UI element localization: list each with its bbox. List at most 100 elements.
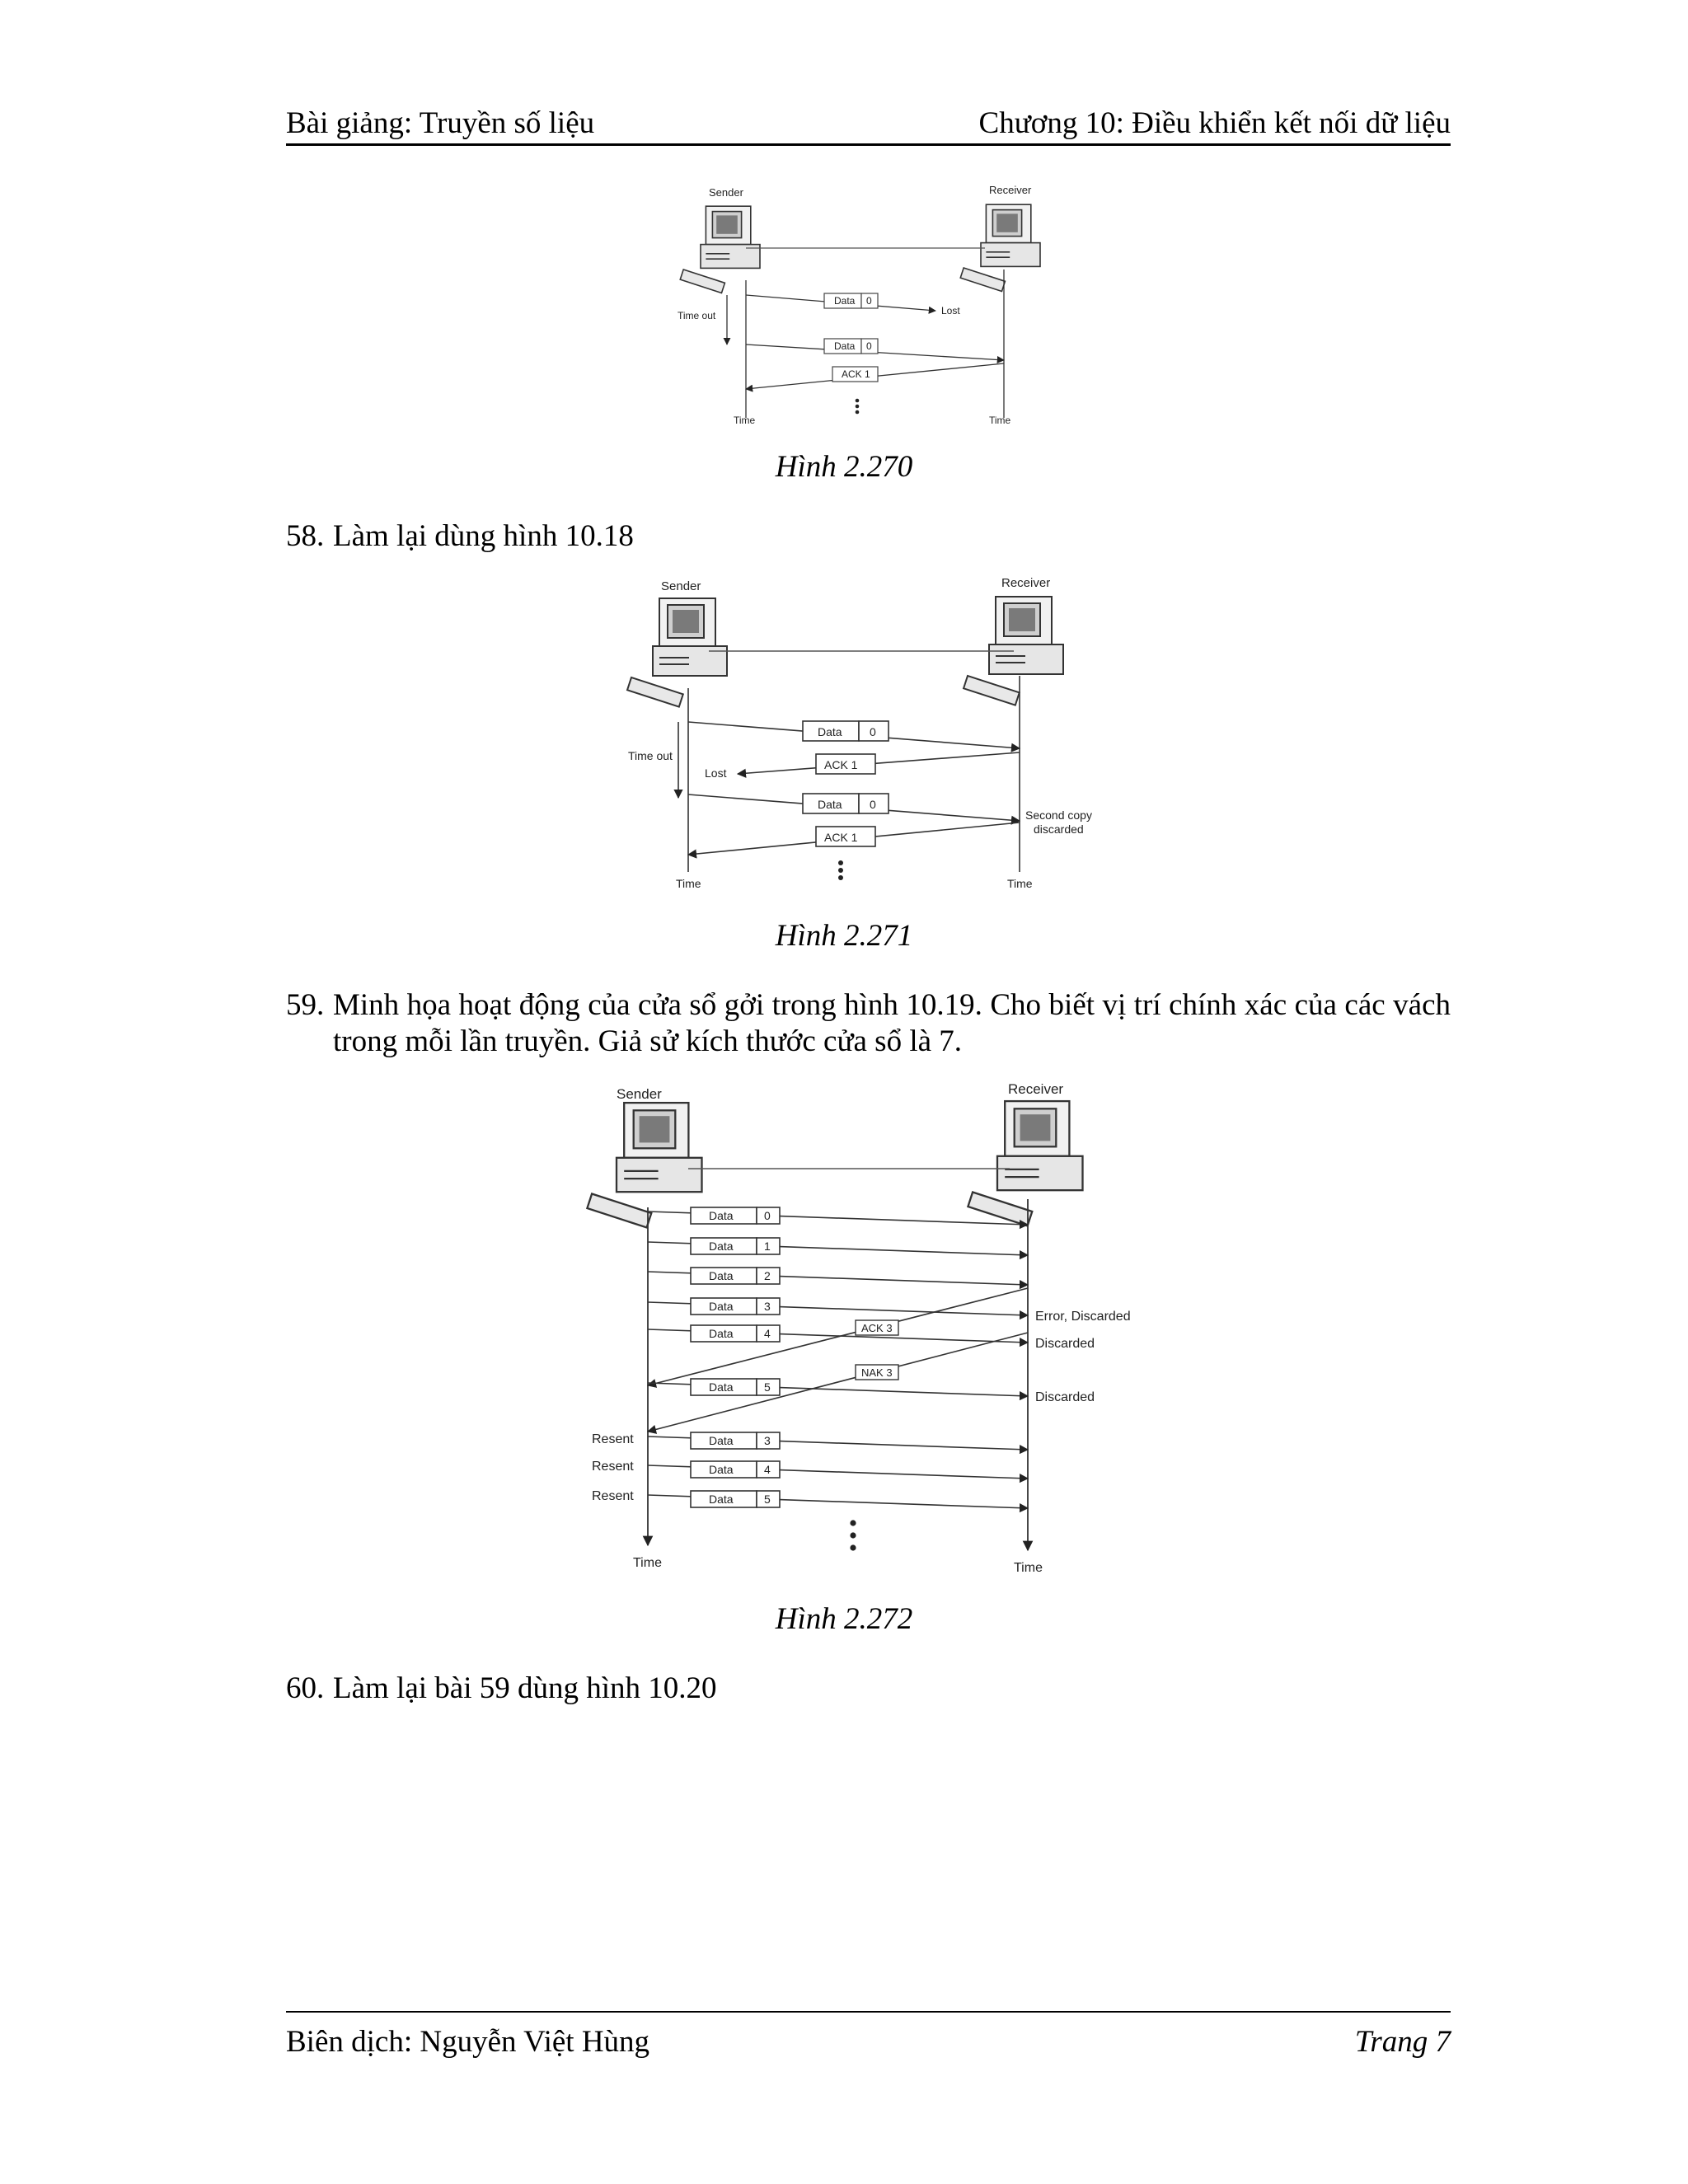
continuation-dot [855,410,860,415]
timeout-label: Time out [678,310,716,321]
error-discarded-label: Error, Discarded [1035,1310,1131,1324]
footer-page-number: Trang 7 [1354,2025,1451,2059]
question-text: Minh họa hoạt động của cửa sổ gởi trong … [333,988,1451,1058]
nak-arrow [646,1332,1029,1434]
resent-label: Resent [592,1432,634,1446]
frame-number-box [860,338,879,354]
timeout-label: Time out [628,749,673,762]
question-text: Làm lại dùng hình 10.18 [333,519,634,553]
continuation-dot [850,1544,856,1551]
continuation-dot [838,868,843,873]
frame-data-label: Data [709,1434,734,1447]
figure-2-271-caption: Hình 2.271 [775,919,913,953]
frame-box [802,720,860,742]
sender-computer-icon [679,205,761,294]
sender-label: Sender [617,1086,662,1102]
frame-number-box [756,1297,781,1315]
ack-label: ACK 1 [824,831,858,844]
second-copy-label: Second copy [1025,808,1092,822]
sender-computer-icon [586,1101,703,1229]
discarded-label: Discarded [1035,1390,1095,1404]
sender-label: Sender [661,579,701,593]
receiver-time-label: Time [1007,877,1033,890]
resent-label: Resent [592,1489,634,1503]
frame-number: 2 [764,1269,771,1282]
lost-label: Lost [705,766,727,780]
receiver-label: Receiver [989,184,1032,196]
frame-number: 1 [764,1240,771,1253]
receiver-time-label: Time [989,415,1011,426]
frame-number-box [756,1378,781,1396]
header-chapter-title: Chương 10: Điều khiển kết nối dữ liệu [978,106,1451,140]
frame-number-box [756,1237,781,1255]
frame-data-label: Data [709,1269,734,1282]
sender-time-label: Time [734,415,756,426]
frame-number: 0 [866,295,872,307]
discarded-label: Discarded [1035,1337,1095,1351]
figure-2-270-caption: Hình 2.270 [775,450,913,484]
frame-number: 0 [866,340,872,352]
frame-number: 4 [764,1463,771,1476]
frame-number: 3 [764,1434,771,1447]
frame-number: 0 [870,798,876,811]
question-58: 58. Làm lại dùng hình 10.18 [286,518,1451,555]
frame-data-label: Data [818,798,842,811]
continuation-dot [855,404,860,409]
frame-data-label: Data [709,1380,734,1394]
frame-number-box [756,1267,781,1285]
lost-label: Lost [941,305,960,316]
frame-number-box [860,293,879,309]
receiver-label: Receiver [1001,576,1050,590]
figure-2-272-diagram: Sender Receiver Data 0 Data 1 Data 2 Dat… [586,1081,1131,1575]
frame-number: 3 [764,1300,771,1313]
frame-number-box [756,1460,781,1479]
ack-label: ACK 1 [842,368,870,380]
frame-data-label: Data [709,1463,734,1476]
frame-number-box [756,1432,781,1450]
nak-label: NAK 3 [861,1366,893,1379]
question-text: Làm lại bài 59 dùng hình 10.20 [333,1671,717,1705]
frame-number-box [756,1490,781,1508]
frame-number-box [858,720,889,742]
frame-data-label: Data [818,725,842,738]
figure-2-272-caption: Hình 2.272 [775,1602,913,1636]
sender-time-label: Time [676,877,701,890]
continuation-dot [850,1520,856,1526]
frame-number: 0 [764,1209,771,1222]
figure-2-271-diagram: Sender Receiver Data 0 ACK 1 Lost Time o… [626,576,1092,890]
frame-data-label: Data [709,1493,734,1506]
ack-arrow [646,1287,1029,1388]
ack-box [815,753,876,775]
frame-data-label: Data [709,1209,734,1222]
frame-data-label: Data [709,1327,734,1340]
footer-translator: Biên dịch: Nguyễn Việt Hùng [286,2025,650,2059]
frame-number-box [756,1324,781,1343]
continuation-dot [838,875,843,880]
continuation-dot [855,398,860,403]
frame-data-label: Data [709,1300,734,1313]
continuation-dot [850,1532,856,1539]
lost-ack-arrow [736,752,1020,778]
resent-label: Resent [592,1460,634,1474]
frame-number: 4 [764,1327,771,1340]
discarded-label: discarded [1034,823,1084,836]
continuation-dot [838,860,843,865]
ack-box [815,826,876,847]
sender-time-label: Time [633,1556,662,1570]
frame-number-box [756,1207,781,1225]
question-59: 59. Minh họa hoạt động của cửa sổ gởi tr… [286,987,1451,1062]
frame-data-label: Data [834,295,856,307]
receiver-time-label: Time [1014,1561,1043,1575]
question-number: 59. [286,988,325,1022]
ack-label: ACK 3 [861,1322,893,1334]
question-60: 60. Làm lại bài 59 dùng hình 10.20 [286,1671,1451,1707]
page-header: Bài giảng: Truyền số liệu Chương 10: Điề… [286,97,1451,146]
question-number: 60. [286,1671,325,1705]
frame-number: 0 [870,725,876,738]
frame-data-label: Data [709,1240,734,1253]
ack-box [855,1319,899,1336]
header-course-title: Bài giảng: Truyền số liệu [286,106,595,140]
ack-box [832,366,879,382]
sender-label: Sender [709,186,744,199]
frame-number: 5 [764,1380,771,1394]
